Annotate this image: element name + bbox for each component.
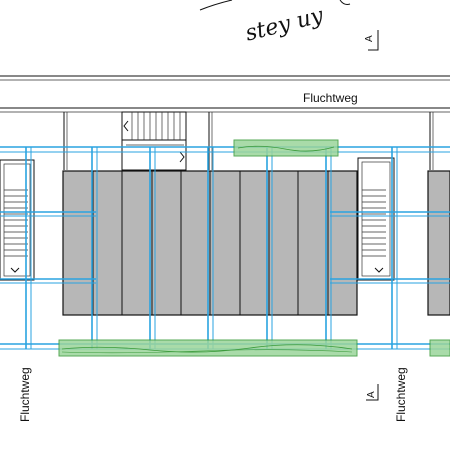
staircase-center [121,111,187,171]
staircase-right [357,157,395,281]
escape-route-label-right: Fluchtweg [394,367,408,422]
green-zone-top [233,139,339,157]
section-label-bottom: A [366,391,377,398]
escape-route-label-top: Fluchtweg [303,91,358,105]
roof-slab-block-right [427,170,450,316]
escape-route-label-left: Fluchtweg [18,367,32,422]
handwritten-text: stey uy [243,3,326,47]
building-outline [0,75,450,170]
section-label-top: A [364,35,375,42]
section-marker-top: A [364,30,379,51]
handwritten-note: stey uy [199,0,351,47]
green-zone-bottom-right [429,339,450,357]
section-marker-bottom: A [366,384,379,401]
staircase-left [0,159,35,281]
green-zone-bottom [58,339,358,357]
roof-slab-block [62,170,358,316]
